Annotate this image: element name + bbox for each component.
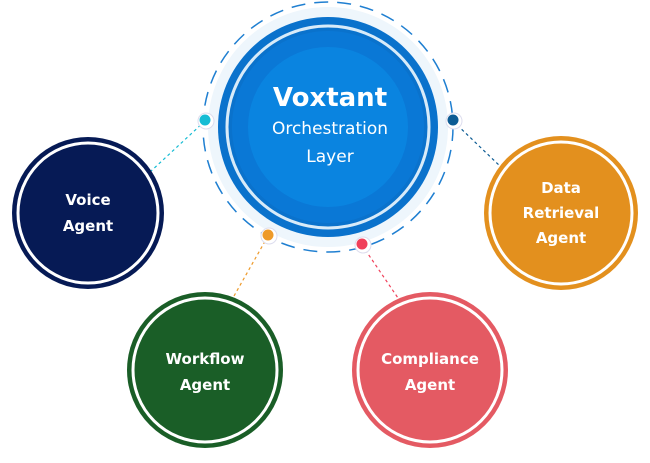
connector-workflow bbox=[233, 235, 269, 297]
hub-core bbox=[248, 47, 408, 207]
hub-subtitle-line-1: Orchestration bbox=[272, 119, 388, 139]
agent-compliance-label-1: Compliance bbox=[381, 350, 479, 368]
agent-data-label-1: Data bbox=[541, 179, 581, 197]
agent-voice-label-2: Agent bbox=[63, 217, 113, 235]
hub-title: Voxtant bbox=[273, 83, 387, 113]
connector-data-retrieval bbox=[452, 120, 503, 169]
agent-voice-label-1: Voice bbox=[65, 191, 110, 209]
hub-subtitle-line-2: Layer bbox=[306, 147, 353, 167]
agent-voice-outer bbox=[12, 137, 164, 289]
dot-workflow bbox=[262, 229, 274, 241]
agent-workflow-outer bbox=[127, 292, 283, 448]
agent-workflow: Workflow Agent bbox=[127, 292, 283, 448]
hub-inner-ring bbox=[225, 24, 431, 230]
connector-compliance bbox=[361, 244, 399, 299]
agent-workflow-ring bbox=[131, 296, 279, 444]
dot-data-retrieval bbox=[447, 114, 459, 126]
agent-compliance: Compliance Agent bbox=[352, 292, 508, 448]
agent-data-retrieval-ring bbox=[488, 140, 634, 286]
connector-voice bbox=[149, 120, 206, 173]
agent-compliance-outer bbox=[352, 292, 508, 448]
agent-compliance-ring bbox=[356, 296, 504, 444]
agent-data-label-3: Agent bbox=[536, 229, 586, 247]
agent-workflow-label-2: Agent bbox=[180, 376, 230, 394]
agent-workflow-label-1: Workflow bbox=[166, 350, 245, 368]
agent-voice-ring bbox=[16, 141, 160, 285]
dot-voice bbox=[199, 114, 211, 126]
connector-dots bbox=[197, 112, 463, 254]
agent-data-retrieval-outer bbox=[484, 136, 638, 290]
dot-compliance bbox=[356, 238, 368, 250]
agent-data-label-2: Retrieval bbox=[523, 204, 600, 222]
central-hub: Voxtant Orchestration Layer bbox=[202, 1, 454, 253]
agent-voice: Voice Agent bbox=[12, 137, 164, 289]
agent-compliance-label-2: Agent bbox=[405, 376, 455, 394]
agent-data-retrieval: Data Retrieval Agent bbox=[484, 136, 638, 290]
